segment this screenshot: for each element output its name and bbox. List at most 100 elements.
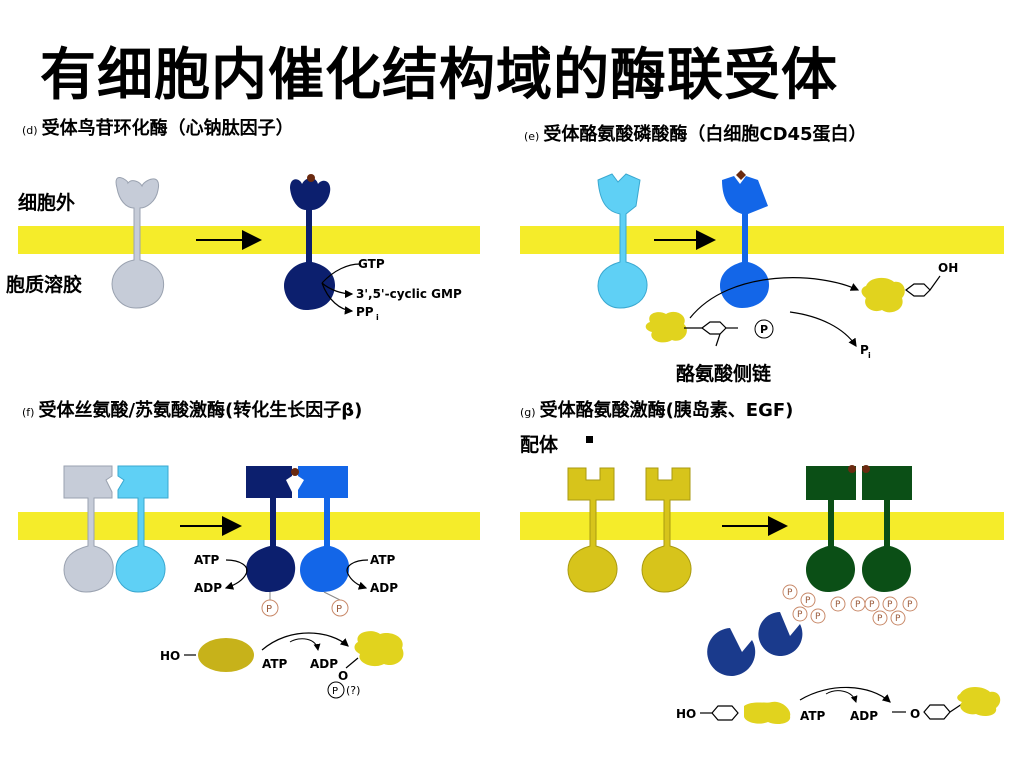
p-g-7: P bbox=[869, 600, 875, 610]
p-g-4: P bbox=[815, 612, 821, 622]
unknown-label-f: (?) bbox=[346, 684, 360, 697]
panel-e-title-text: 受体酪氨酸磷酸酶（白细胞CD45蛋白） bbox=[543, 124, 867, 145]
p-g-10: P bbox=[877, 614, 883, 624]
ppi-label: PP bbox=[356, 305, 374, 319]
atp-label-f: ATP bbox=[262, 657, 288, 671]
panel-e-tag: (e) bbox=[524, 130, 540, 143]
receptor-f-inactive-left bbox=[63, 465, 114, 593]
gtp-arrow bbox=[321, 263, 361, 284]
p-bond-f-right bbox=[323, 591, 341, 601]
panel-g-tag: (g) bbox=[520, 406, 536, 419]
adp-right-label: ADP bbox=[370, 581, 398, 595]
ligand-square-legend bbox=[586, 436, 593, 443]
cgmp-arrow bbox=[321, 282, 354, 299]
docking-protein-1 bbox=[758, 612, 803, 656]
phosphate-e bbox=[754, 319, 774, 339]
page-title: 有细胞内催化结构域的酶联受体 bbox=[40, 43, 838, 108]
receptor-e-inactive bbox=[597, 173, 648, 309]
panel-d-title: (d)受体鸟苷环化酶（心钠肽因子） bbox=[22, 114, 294, 140]
substrate-blob-g-product bbox=[957, 687, 1001, 716]
ligand-dot-e bbox=[736, 170, 746, 180]
bond-g-product bbox=[949, 703, 963, 713]
phosphate-f-right-label: P bbox=[336, 604, 342, 615]
receptor-g-active-left bbox=[806, 466, 856, 592]
receptor-g-inactive-right bbox=[641, 467, 692, 593]
ppi-sub-label: i bbox=[376, 313, 379, 322]
p-g-11: P bbox=[895, 614, 901, 624]
panel-d-tag: (d) bbox=[22, 124, 38, 137]
phosphates-g bbox=[782, 584, 918, 626]
ligand-dot-f bbox=[291, 468, 299, 476]
receptor-f-inactive-right bbox=[115, 465, 169, 593]
phosphate-f-left-label: P bbox=[266, 604, 272, 615]
phosphate-f-left bbox=[261, 599, 279, 617]
receptor-d-inactive bbox=[111, 177, 165, 309]
oh-bond-e bbox=[929, 275, 941, 291]
phosphate-f-right bbox=[331, 599, 349, 617]
cytosol-label: 胞质溶胶 bbox=[6, 274, 83, 296]
tyrosine-side-chain-label: 酪氨酸侧链 bbox=[676, 362, 771, 385]
phosphate-f-product-label: P bbox=[332, 686, 338, 697]
substrate-blob-f-product bbox=[354, 631, 404, 667]
atp-adp-arrow-left bbox=[224, 559, 248, 590]
o-bond-f bbox=[345, 657, 359, 669]
ppi-arrow bbox=[321, 282, 354, 315]
receptor-d-active bbox=[284, 174, 336, 310]
o-label-g: O bbox=[910, 707, 920, 721]
ligand-dot-d bbox=[307, 174, 315, 182]
substrate-blob-f bbox=[198, 638, 254, 672]
panel-g-title-text: 受体酪氨酸激酶(胰岛素、EGF) bbox=[539, 400, 794, 421]
substrate-blob-e bbox=[645, 311, 687, 343]
ligand-dot-g-2 bbox=[862, 465, 870, 473]
ligand-label: 配体 bbox=[520, 434, 559, 456]
membrane-e bbox=[520, 226, 1004, 254]
p-g-9: P bbox=[907, 600, 913, 610]
atp-adp-arrow-right bbox=[346, 559, 369, 590]
gtp-label: GTP bbox=[358, 257, 385, 271]
ring-g bbox=[711, 705, 739, 721]
membrane-f bbox=[18, 512, 480, 540]
adp-left-label: ADP bbox=[194, 581, 222, 595]
adp-label-f: ADP bbox=[310, 657, 338, 671]
receptor-f-active-left bbox=[246, 466, 296, 592]
p-g-2: P bbox=[805, 596, 811, 606]
oh-label: OH bbox=[938, 261, 958, 275]
substrate-blob-g bbox=[744, 701, 791, 724]
atp-label-g: ATP bbox=[800, 709, 826, 723]
bond-e-3 bbox=[715, 333, 721, 347]
panel-f-title: (f)受体丝氨酸/苏氨酸激酶(转化生长因子β) bbox=[22, 396, 362, 422]
ligand-dot-g-1 bbox=[848, 465, 856, 473]
substrate-blob-e-product bbox=[861, 277, 905, 313]
panel-d-title-text: 受体鸟苷环化酶（心钠肽因子） bbox=[41, 118, 294, 139]
atp-left-label: ATP bbox=[194, 553, 220, 567]
p-g-5: P bbox=[835, 600, 841, 610]
docking-protein-2 bbox=[707, 628, 756, 676]
phos-arrow-g bbox=[799, 686, 891, 703]
phos-arrow-f bbox=[261, 632, 349, 651]
phosphate-f-product bbox=[327, 681, 345, 699]
p-g-1: P bbox=[787, 588, 793, 598]
dephos-arrow-e bbox=[689, 277, 860, 319]
receptor-g-active-right bbox=[862, 466, 912, 592]
p-g-3: P bbox=[797, 610, 803, 620]
panel-g-title: (g)受体酪氨酸激酶(胰岛素、EGF) bbox=[520, 396, 793, 422]
atp-right-label: ATP bbox=[370, 553, 396, 567]
ring-e-product bbox=[905, 283, 931, 297]
pi-label: P bbox=[860, 343, 869, 357]
pi-sub-label: i bbox=[868, 351, 871, 360]
pi-arrow-e bbox=[789, 311, 857, 347]
phosphate-e-label: P bbox=[760, 323, 768, 336]
ho-label-g: HO bbox=[676, 707, 696, 721]
atp-adp-arrow-f bbox=[289, 638, 321, 651]
ho-label-f: HO bbox=[160, 649, 180, 663]
ring-e bbox=[701, 321, 727, 335]
receptor-f-active-right bbox=[298, 466, 350, 592]
panel-f-tag: (f) bbox=[22, 406, 35, 419]
p-g-8: P bbox=[887, 600, 893, 610]
receptor-g-inactive-left bbox=[567, 467, 618, 593]
atp-adp-arrow-g bbox=[825, 690, 858, 703]
receptor-e-active bbox=[720, 170, 770, 308]
extracellular-label: 细胞外 bbox=[18, 192, 76, 214]
cgmp-label: 3',5'-cyclic GMP bbox=[356, 287, 462, 301]
